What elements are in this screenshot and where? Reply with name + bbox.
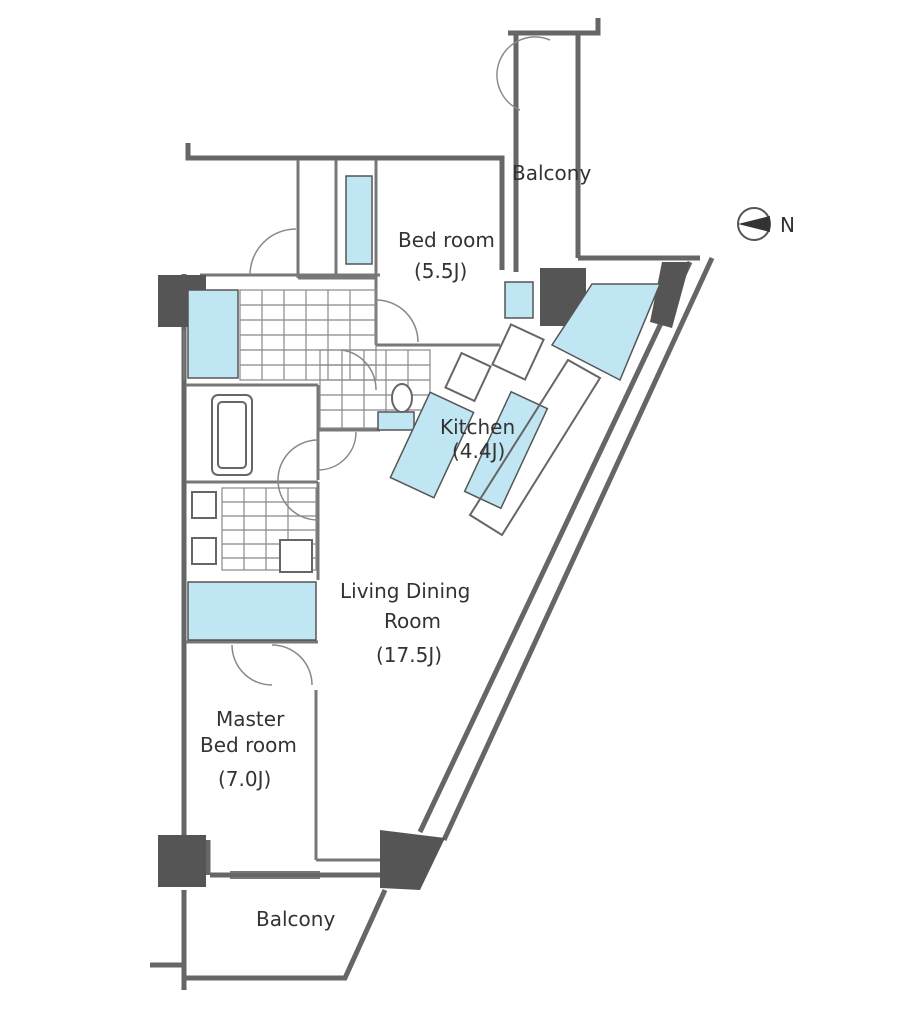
column-diagonal-top <box>650 262 690 328</box>
bedroom-label-line2: (5.5J) <box>414 259 467 283</box>
kitchen-label-line1: Kitchen <box>440 415 515 439</box>
kitchen-counter <box>463 390 549 510</box>
corridor-door <box>317 431 357 471</box>
sink <box>377 411 415 431</box>
washing-machine <box>279 539 313 573</box>
balcony-bottom-label: Balcony <box>256 907 335 931</box>
windows <box>183 330 320 879</box>
master-closet <box>187 581 317 641</box>
entry-tiles <box>239 289 377 381</box>
kitchen-sink <box>389 391 475 499</box>
compass: N <box>737 207 795 241</box>
toilet <box>391 383 413 413</box>
shoe-cabinet <box>187 289 239 379</box>
master-label-line3: (7.0J) <box>218 767 271 791</box>
bath-door <box>277 439 319 481</box>
north-label: N <box>780 213 795 237</box>
lower-balcony-bottom <box>184 888 388 981</box>
balcony-door <box>496 36 551 111</box>
column-bottom-left <box>158 835 206 887</box>
living-label-line3: (17.5J) <box>376 643 442 667</box>
doors <box>231 36 551 686</box>
balcony-top-wall <box>508 18 601 36</box>
washbasin-2 <box>191 537 217 565</box>
living-label-line1: Living Dining <box>340 579 470 603</box>
balcony-top-label: Balcony <box>512 161 591 185</box>
master-door-2 <box>271 644 313 686</box>
closet-door <box>341 349 377 391</box>
outer-walls <box>150 18 715 990</box>
bedroom-closet-small <box>504 281 534 319</box>
bath-fixtures <box>191 323 545 573</box>
master-label-line2: Bed room <box>200 733 297 757</box>
washbasin-1 <box>191 491 217 519</box>
diagonal-facade-outer <box>441 256 715 842</box>
wash-door <box>277 479 319 521</box>
kitchen-peninsula <box>468 358 602 537</box>
top-left-wall <box>185 143 505 270</box>
bedroom-door <box>375 299 419 343</box>
kitchen-label-line2: (4.4J) <box>452 439 505 463</box>
bedroom-closet <box>345 175 373 265</box>
bedroom-label-line1: Bed room <box>398 228 495 252</box>
diagonal-facade <box>417 260 693 834</box>
tiled-floors <box>221 289 431 571</box>
master-door-1 <box>231 644 273 686</box>
compass-arrow-icon <box>738 216 770 232</box>
fixtures <box>187 175 662 641</box>
living-label-line2: Room <box>384 609 441 633</box>
bathtub-inner <box>217 401 247 469</box>
master-label-line1: Master <box>216 707 285 731</box>
storage-door <box>249 228 297 276</box>
column-bottom-right <box>380 830 445 890</box>
fridge <box>491 323 545 381</box>
wash-tiles <box>221 487 317 571</box>
balcony-corner-unit <box>550 283 662 382</box>
stove <box>444 351 492 403</box>
